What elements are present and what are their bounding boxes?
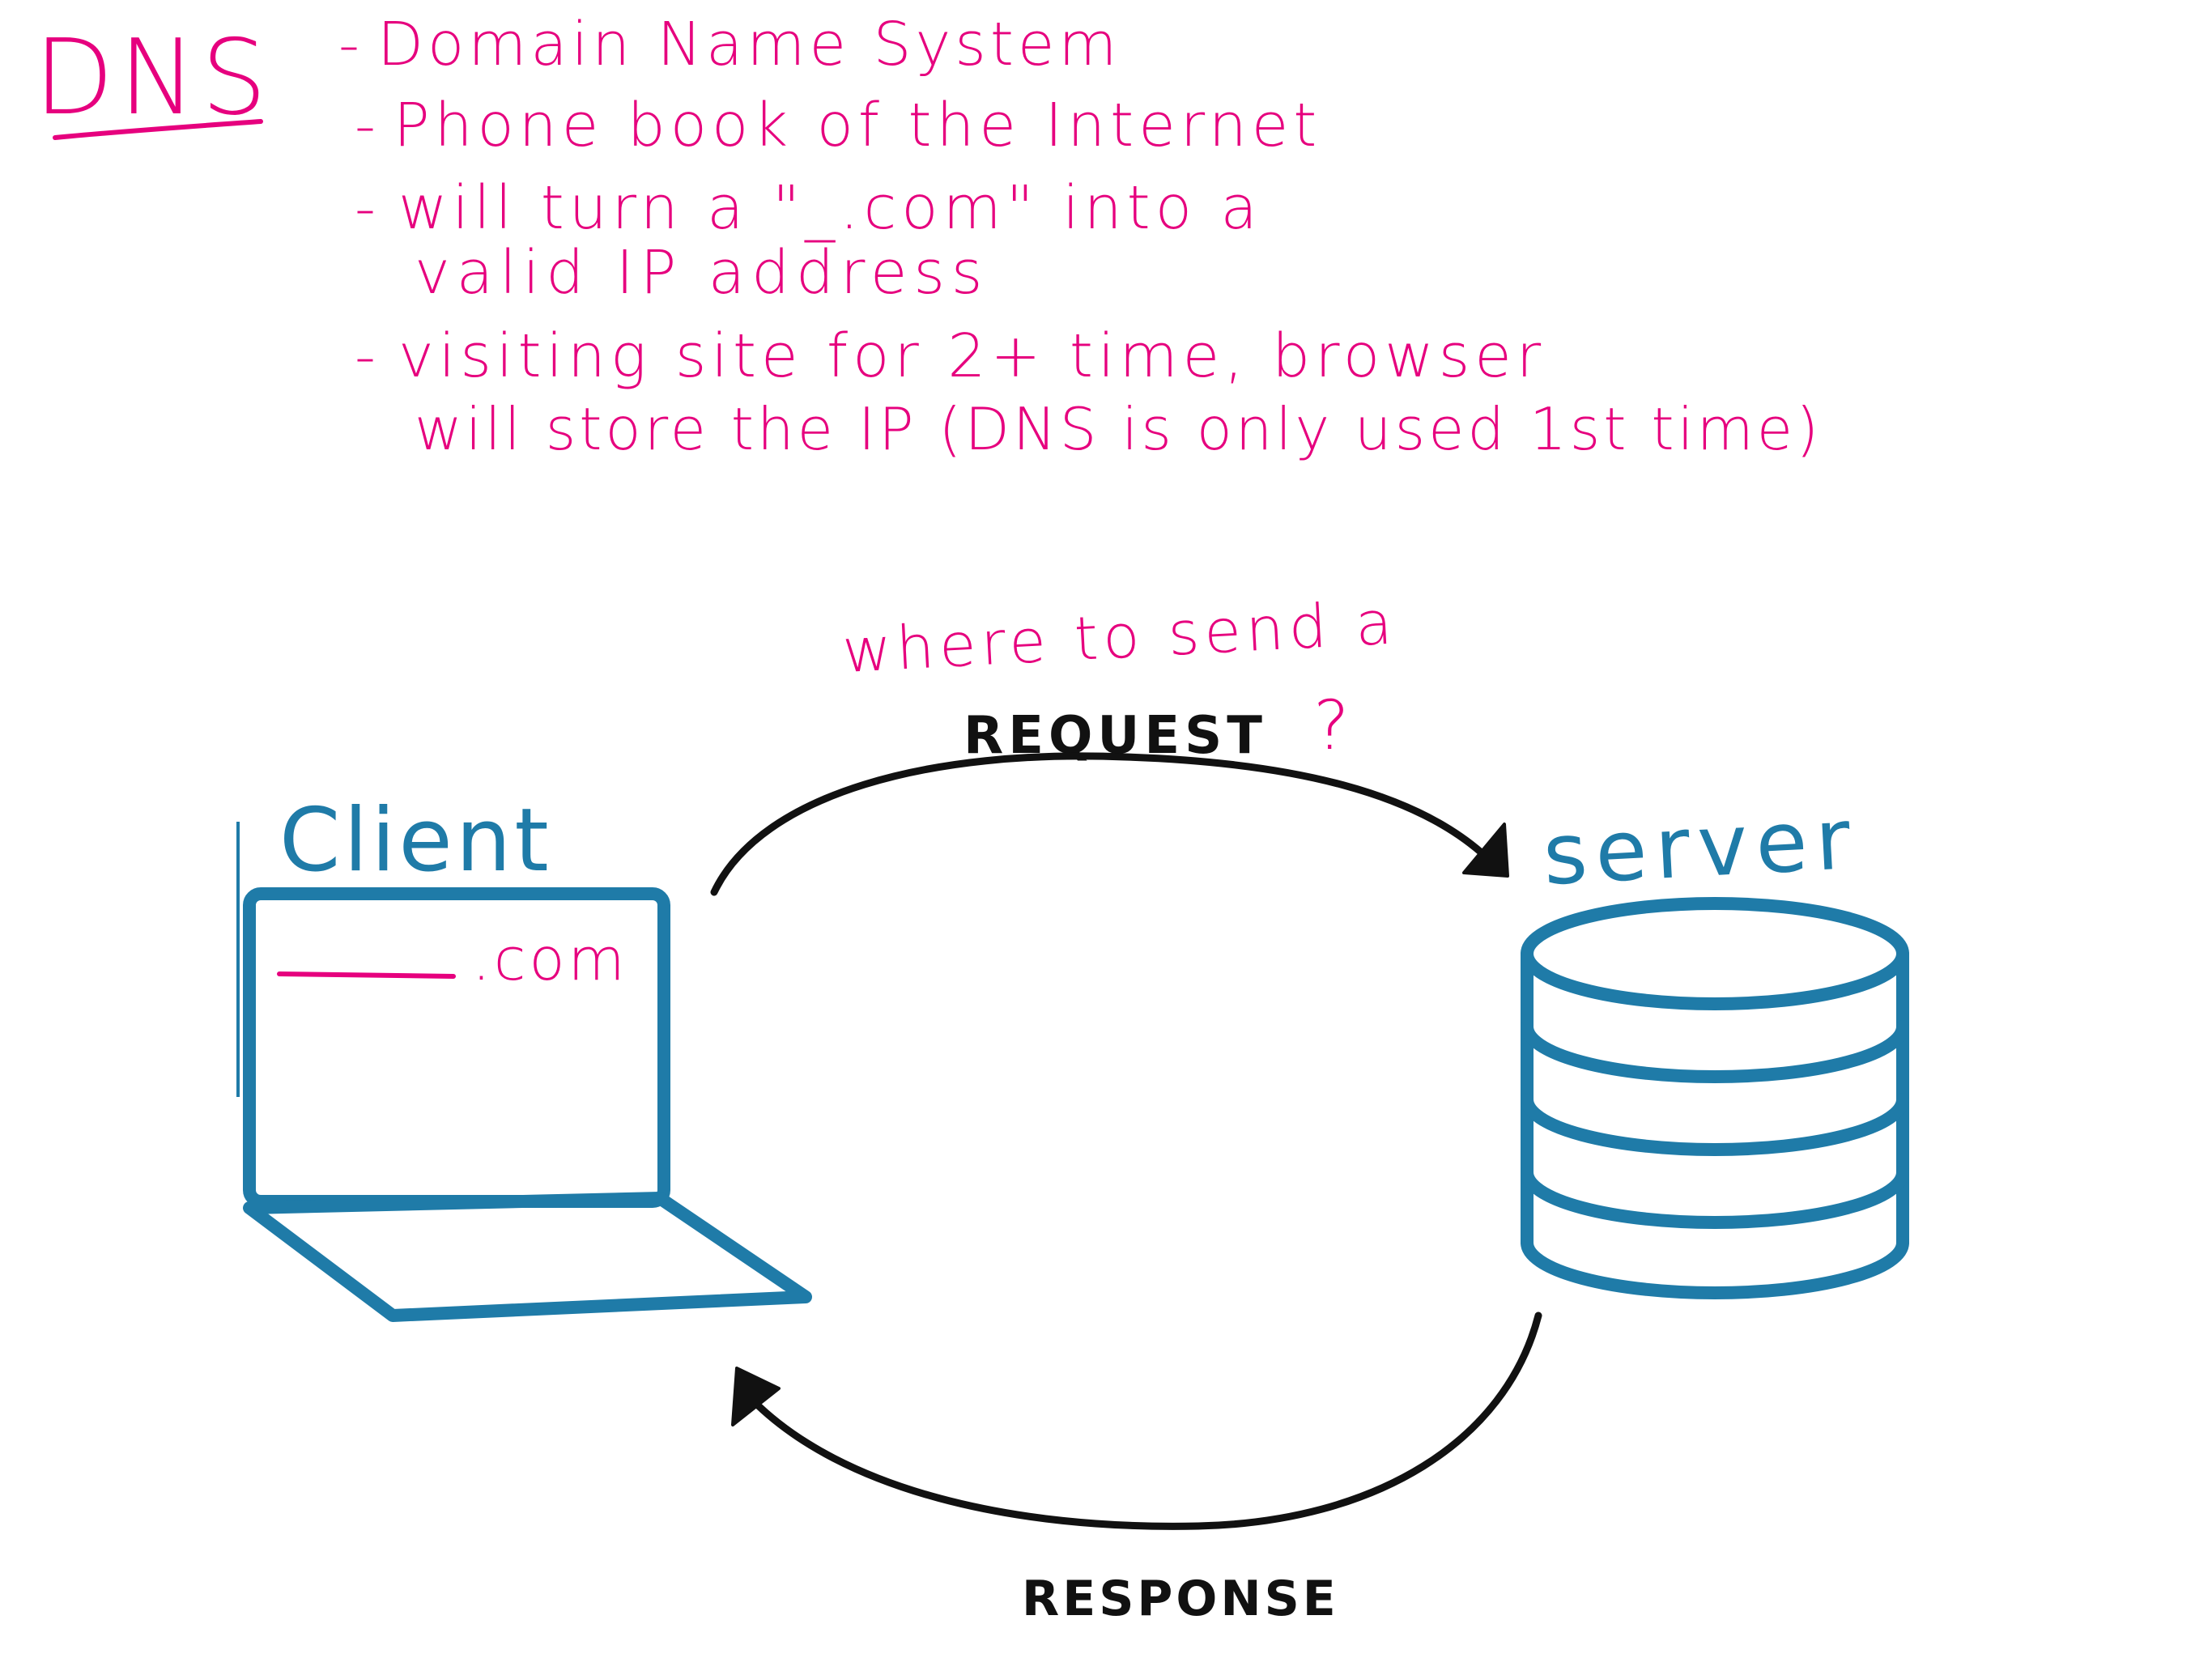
response-arrowhead bbox=[731, 1367, 781, 1426]
laptop-keyboard bbox=[243, 1192, 812, 1322]
bullet-dash-4: - bbox=[355, 322, 376, 390]
response-arrow: RESPONSE bbox=[731, 1312, 1542, 1627]
server-group: server bbox=[1521, 789, 1909, 1299]
bullet-3-line-2: valid IP address bbox=[415, 238, 989, 308]
bullet-3-line-1: will turn a "_.com" into a bbox=[398, 173, 1262, 243]
question-text: where to send a bbox=[840, 588, 1398, 687]
bullet-dash-2: - bbox=[355, 91, 376, 159]
bullet-2-line-1: Phone book of the Internet bbox=[393, 91, 1321, 160]
bullet-1-line-1: Domain Name System bbox=[377, 10, 1121, 79]
db-ring-1 bbox=[1521, 1020, 1909, 1083]
db-ring-3 bbox=[1521, 1166, 1909, 1229]
db-top bbox=[1521, 897, 1909, 1010]
bullet-4-line-2: will store the IP (DNS is only used 1st … bbox=[415, 395, 1822, 463]
db-bottom bbox=[1521, 1236, 1909, 1299]
response-label: RESPONSE bbox=[1022, 1571, 1339, 1627]
title-underline bbox=[53, 119, 263, 140]
server-label: server bbox=[1541, 789, 1861, 904]
url-blank-line bbox=[277, 971, 456, 979]
bullet-dash-3: - bbox=[355, 174, 376, 242]
response-arrow-line bbox=[749, 1312, 1542, 1530]
client-group: Client .com bbox=[236, 790, 812, 1322]
request-arrowhead bbox=[1462, 823, 1509, 878]
bullet-4-line-1: visiting site for 2+ time, browser bbox=[398, 321, 1546, 391]
request-arrow bbox=[710, 752, 1509, 896]
request-question: where to send a REQUEST ? bbox=[840, 588, 1398, 766]
bullet-dash-1: - bbox=[338, 11, 359, 79]
request-arrow-line bbox=[710, 752, 1490, 896]
url-suffix: .com bbox=[472, 925, 628, 993]
laptop-icon bbox=[236, 822, 812, 1322]
notes-title: DNS bbox=[34, 18, 272, 138]
database-icon bbox=[1521, 897, 1909, 1299]
client-label: Client bbox=[279, 790, 552, 891]
question-mark: ? bbox=[1313, 686, 1350, 765]
notes-section: DNS - Domain Name System - Phone book of… bbox=[34, 10, 1822, 463]
db-ring-2 bbox=[1521, 1093, 1909, 1156]
